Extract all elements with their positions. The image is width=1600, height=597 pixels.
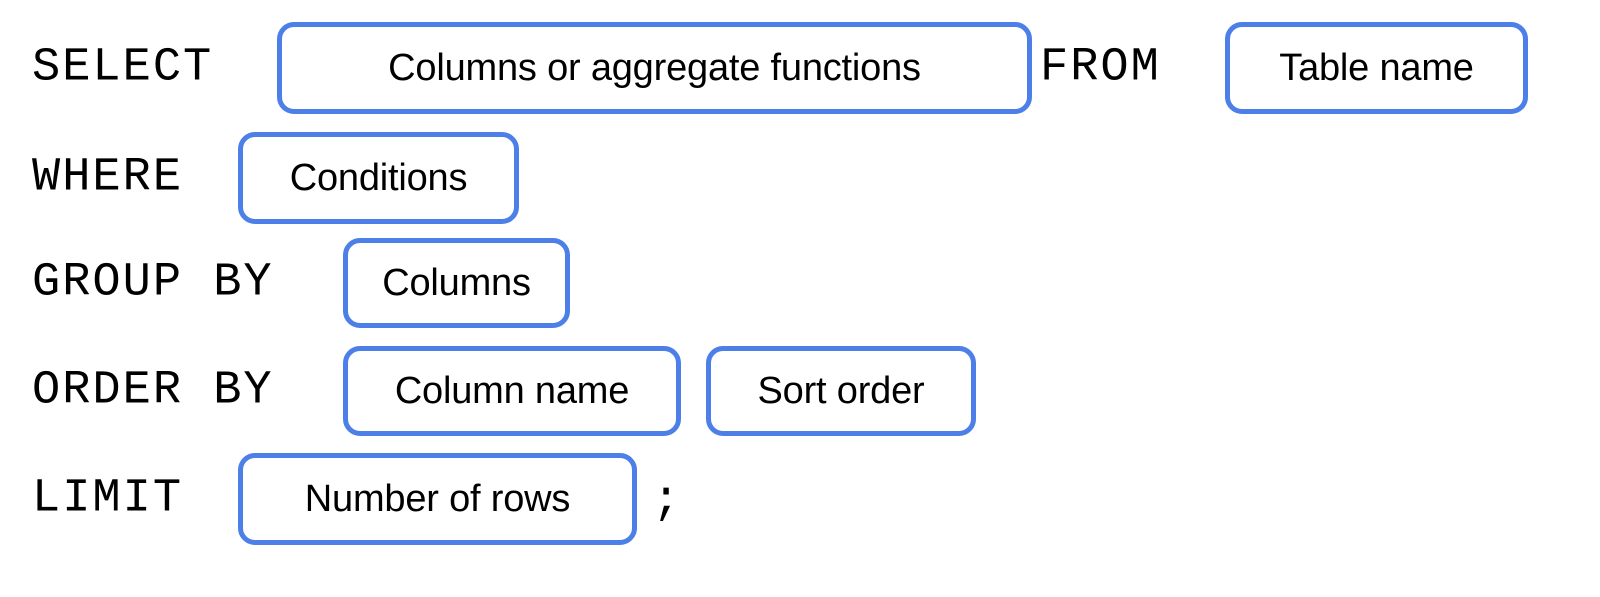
slot-from-table-name[interactable]: Table name	[1225, 22, 1528, 114]
slot-order-by-sort-order-label: Sort order	[757, 370, 925, 412]
slot-limit-number-of-rows-label: Number of rows	[304, 478, 571, 520]
slot-order-by-column-name-label: Column name	[394, 370, 630, 412]
slot-order-by-column-name[interactable]: Column name	[343, 346, 681, 436]
keyword-order-by: ORDER BY	[32, 364, 274, 418]
slot-limit-number-of-rows[interactable]: Number of rows	[238, 453, 637, 545]
slot-from-table-name-label: Table name	[1279, 47, 1474, 89]
slot-where-conditions-label: Conditions	[289, 157, 468, 199]
slot-group-by-columns[interactable]: Columns	[343, 238, 570, 328]
keyword-where: WHERE	[32, 151, 184, 205]
slot-order-by-sort-order[interactable]: Sort order	[706, 346, 976, 436]
slot-select-columns-label: Columns or aggregate functions	[388, 47, 921, 89]
keyword-from: FROM	[1040, 41, 1161, 95]
statement-terminator: ;	[652, 474, 681, 528]
keyword-limit: LIMIT	[32, 472, 184, 526]
keyword-group-by: GROUP BY	[32, 256, 274, 310]
slot-group-by-columns-label: Columns	[382, 262, 531, 304]
slot-where-conditions[interactable]: Conditions	[238, 132, 519, 224]
keyword-select: SELECT	[32, 41, 214, 95]
slot-select-columns[interactable]: Columns or aggregate functions	[277, 22, 1032, 114]
